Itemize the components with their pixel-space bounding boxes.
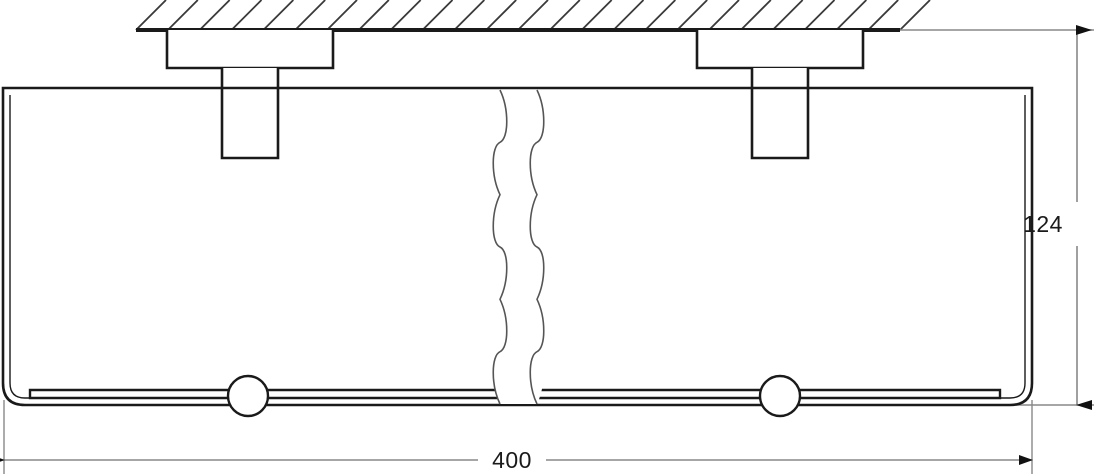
wall-hatch-line (867, 0, 899, 31)
dimension-height: 124 (1023, 25, 1092, 410)
rail-boss-right (758, 374, 802, 418)
wall-hatch-line (485, 0, 517, 31)
wall-hatch-line (676, 0, 708, 31)
wall-hatch-line (135, 0, 167, 31)
wall-hatch-line (262, 0, 294, 31)
wall-hatch-line (230, 0, 263, 31)
wall-hatch-line (517, 0, 549, 31)
wall-hatch-line (199, 0, 231, 31)
break-line-right-stroke (529, 89, 545, 405)
extension-lines (3, 29, 1094, 474)
shelf-outer-edge (1, 86, 1034, 407)
wall-hatch-line (740, 0, 772, 31)
wall-hatch-line (421, 0, 454, 31)
wall-hatch-line (390, 0, 422, 31)
wall-bracket-left (165, 30, 335, 160)
wall-hatch-line (835, 0, 867, 31)
wall-bracket-right (695, 30, 865, 160)
wall-hatching (135, 0, 931, 31)
wall-bracket-right-plate (695, 30, 865, 70)
wall-bracket-left-plate (165, 30, 335, 70)
wall-bracket-right-stem (750, 68, 810, 160)
wall-brackets (165, 30, 865, 160)
dimension-width: 400 (0, 447, 1033, 473)
wall-hatch-line (772, 0, 804, 31)
wall-hatch-line (294, 0, 326, 31)
break-lines (492, 89, 545, 405)
wall-hatch-line (612, 0, 645, 31)
wall-hatch-line (803, 0, 836, 31)
wall-hatch-line (326, 0, 358, 31)
wall-assembly (135, 0, 931, 32)
break-line-left-stroke (492, 89, 508, 405)
wall-hatch-line (167, 0, 199, 31)
wall-hatch-line (453, 0, 485, 31)
wall-hatch-line (581, 0, 613, 31)
wall-hatch-line (708, 0, 740, 31)
dimension-width-label: 400 (492, 447, 532, 473)
wall-hatch-line (644, 0, 676, 31)
wall-bracket-left-stem (220, 68, 280, 160)
wall-hatch-line (899, 0, 931, 31)
rail-boss-left (226, 374, 270, 418)
wall-hatch-line (358, 0, 390, 31)
dimension-height-label: 124 (1023, 211, 1063, 237)
wall-hatch-line (549, 0, 581, 31)
